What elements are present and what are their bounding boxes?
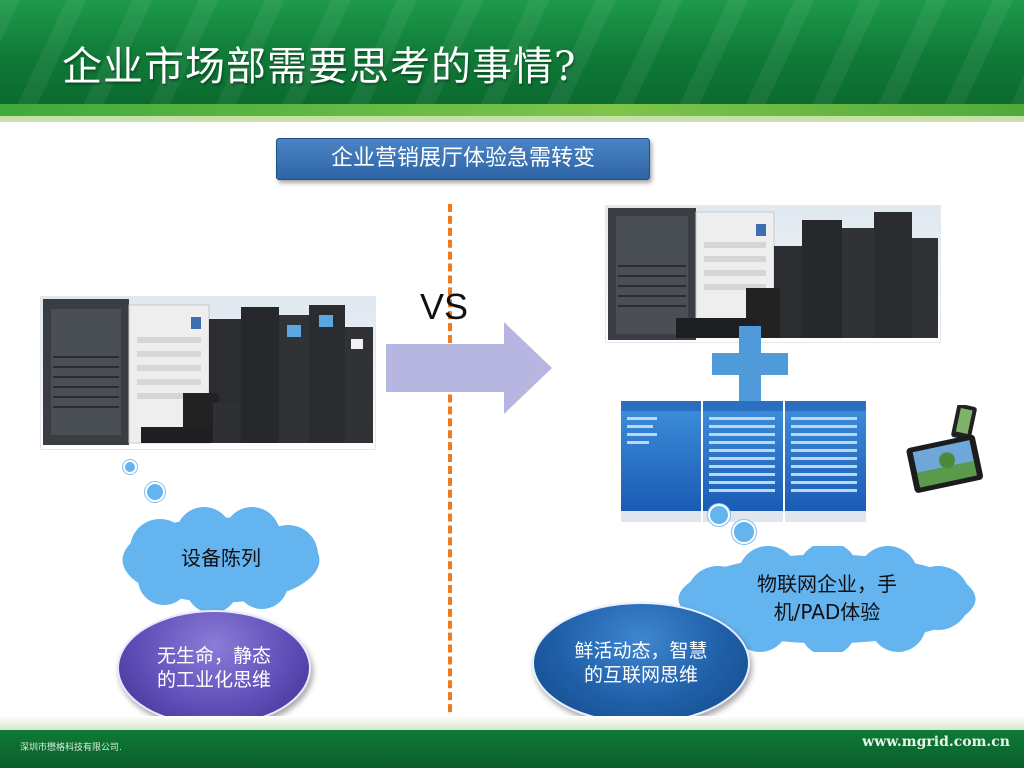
- dashed-divider: [448, 204, 452, 724]
- app-screen-3: [785, 401, 866, 522]
- footer-accent-line: [0, 716, 1024, 730]
- equipment-image-left: [40, 296, 376, 450]
- app-screen-2: [703, 401, 783, 522]
- thought-cloud-right: [675, 546, 979, 652]
- bubble-dot-small: [123, 460, 137, 474]
- equipment-image-right: [605, 205, 941, 343]
- phone-icon: [951, 405, 977, 441]
- header-stripe-light: [0, 116, 1024, 122]
- bubble-dot-medium-right: [732, 520, 756, 544]
- cloud-label-left: 设备陈列: [181, 546, 261, 570]
- plus-icon: [712, 326, 788, 402]
- mindset-ellipse-left: 无生命，静态 的工业化思维: [117, 610, 311, 726]
- mobile-app-screens: [621, 401, 866, 522]
- subtitle-banner: 企业营销展厅体验急需转变: [276, 138, 650, 180]
- bubble-dot-medium: [145, 482, 165, 502]
- ellipse-right-line-2: 的互联网思维: [583, 664, 698, 686]
- cloud-right-line-1: 物联网企业，手: [757, 572, 897, 596]
- footer-company: 深圳市懋格科技有限公司.: [20, 743, 122, 753]
- cloud-right-line-2: 机/PAD体验: [773, 600, 881, 624]
- ellipse-left-line-2: 的工业化思维: [156, 669, 271, 691]
- cloud-label-right: 物联网企业，手 机/PAD体验: [668, 570, 986, 626]
- header-sheen: [0, 0, 1024, 104]
- server-cabinets-illustration: [43, 299, 373, 445]
- header-stripe: [0, 104, 1024, 116]
- arrow-right-icon: [386, 322, 552, 414]
- vs-label: VS: [420, 286, 469, 327]
- footer-band: 深圳市懋格科技有限公司. www.mgrid.com.cn: [0, 730, 1024, 768]
- mindset-ellipse-right: 鲜活动态，智慧 的互联网思维: [532, 602, 750, 724]
- bubble-dot-small-right: [708, 504, 730, 526]
- thought-cloud-left: [119, 507, 323, 613]
- page-title: 企业市场部需要思考的事情?: [62, 44, 577, 90]
- tablet-icon: [906, 405, 984, 493]
- ellipse-left-line-1: 无生命，静态: [156, 645, 271, 667]
- ellipse-right-line-1: 鲜活动态，智慧: [574, 640, 708, 662]
- app-screen-1: [621, 401, 701, 522]
- footer-url: www.mgrid.com.cn: [862, 734, 1010, 750]
- server-cabinets-illustration-right: [608, 208, 938, 340]
- header-band: 企业市场部需要思考的事情?: [0, 0, 1024, 104]
